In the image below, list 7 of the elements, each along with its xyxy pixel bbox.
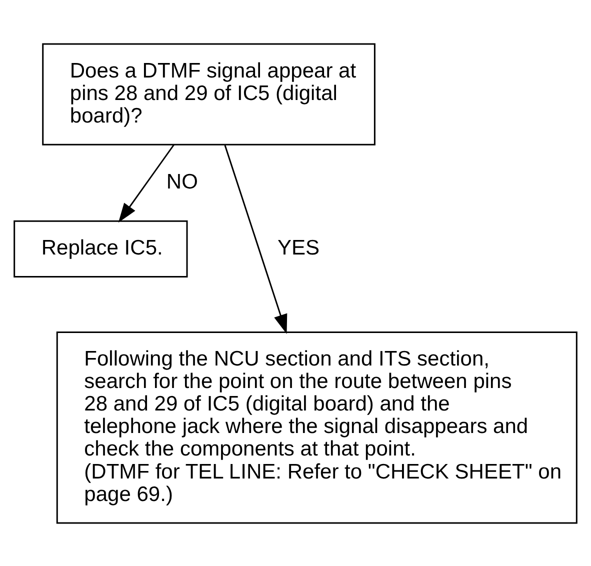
- arrow: [224, 144, 288, 334]
- edge-label: NO: [166, 170, 198, 193]
- node-box: Following the NCU section and ITS section, search for the point on the route between pins 28 and 29 of IC5 (digital board) and the telephone jack where the signal disappears and check the components at that point. (DTMF for TEL LINE: Refer to "CHECK SHEET" on page 69.): [56, 331, 578, 524]
- edge-label: YES: [278, 236, 320, 260]
- arrow: [118, 144, 175, 222]
- node-box: Does a DTMF signal appear at pins 28 and 29 of IC5 (digital board)?: [42, 42, 376, 145]
- node-box: Replace IC5.: [14, 220, 188, 277]
